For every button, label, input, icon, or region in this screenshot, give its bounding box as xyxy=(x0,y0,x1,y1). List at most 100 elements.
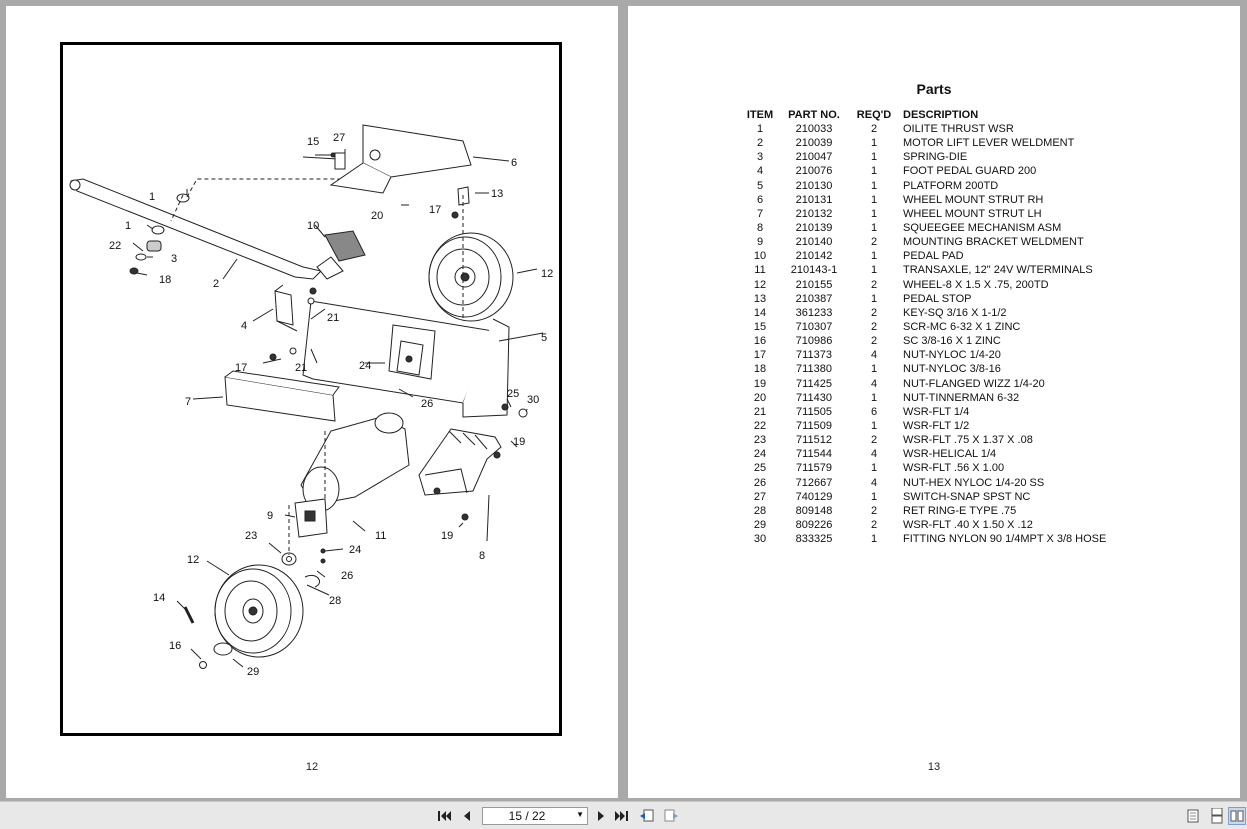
part-no-cell: 210130 xyxy=(795,179,833,192)
item-cell: 10 xyxy=(753,250,767,263)
qty-cell: 1 xyxy=(870,222,878,235)
description-cell: TRANSAXLE, 12" 24V W/TERMINALS xyxy=(903,264,1093,277)
callout-label: 2 xyxy=(213,278,219,290)
callout-labels: 15 27 6 1 13 20 17 1 10 22 3 18 2 12 4 2… xyxy=(109,132,553,678)
callout-label: 24 xyxy=(349,544,361,556)
qty-cell: 1 xyxy=(870,420,878,433)
qty-cell: 1 xyxy=(870,179,878,192)
continuous-view-icon[interactable] xyxy=(1208,807,1226,825)
two-page-view-icon[interactable] xyxy=(1228,807,1246,825)
part-no-cell: 712667 xyxy=(795,476,833,489)
part-no-cell: 833325 xyxy=(795,533,833,546)
qty-cell: 1 xyxy=(870,292,878,305)
item-cell: 4 xyxy=(756,165,764,178)
qty-cell: 4 xyxy=(870,476,878,489)
go-back-icon[interactable] xyxy=(638,807,656,825)
item-cell: 16 xyxy=(753,335,767,348)
qty-cell: 1 xyxy=(870,165,878,178)
item-cell: 17 xyxy=(753,349,767,362)
qty-cell: 2 xyxy=(870,306,878,319)
item-cell: 20 xyxy=(753,391,767,404)
page-number: 13 xyxy=(927,761,941,773)
viewer-toolbar: 15 / 22 ▼ xyxy=(0,801,1247,829)
part-no-cell: 711505 xyxy=(796,405,832,418)
part-no-cell: 210132 xyxy=(795,207,833,220)
callout-label: 21 xyxy=(295,362,307,374)
page-number-value: 15 / 22 xyxy=(508,809,546,823)
description-cell: SPRING-DIE xyxy=(903,151,968,164)
item-cell: 15 xyxy=(753,321,767,334)
part-no-cell: 710986 xyxy=(795,335,833,348)
parts-title: Parts xyxy=(916,81,952,97)
part-no-cell: 210387 xyxy=(795,292,833,305)
description-cell: SCR-MC 6-32 X 1 ZINC xyxy=(903,321,1021,334)
description-cell: PEDAL PAD xyxy=(903,250,964,263)
callout-label: 16 xyxy=(169,640,181,652)
item-cell: 28 xyxy=(753,504,767,517)
item-cell: 12 xyxy=(753,278,767,291)
prev-page-icon[interactable] xyxy=(458,807,476,825)
qty-cell: 1 xyxy=(870,193,878,206)
item-cell: 13 xyxy=(753,292,767,305)
page-number: 12 xyxy=(305,761,319,773)
callout-label: 24 xyxy=(359,360,371,372)
description-cell: SWITCH-SNAP SPST NC xyxy=(903,490,1031,503)
callout-label: 15 xyxy=(307,136,319,148)
qty-cell: 1 xyxy=(870,137,878,150)
description-cell: WHEEL MOUNT STRUT LH xyxy=(903,207,1042,220)
parts-row: 13 210387 1 PEDAL STOP xyxy=(741,292,1110,306)
parts-table-header: ITEM PART NO. REQ'D DESCRIPTION xyxy=(741,107,1110,122)
item-cell: 9 xyxy=(756,236,764,249)
last-page-icon[interactable] xyxy=(612,807,630,825)
item-cell: 6 xyxy=(756,193,764,206)
part-no-cell: 210076 xyxy=(795,165,833,178)
callout-label: 20 xyxy=(371,210,383,222)
next-page-icon[interactable] xyxy=(592,807,610,825)
page-number-select[interactable]: 15 / 22 ▼ xyxy=(482,807,588,825)
callout-label: 5 xyxy=(541,332,547,344)
callout-label: 17 xyxy=(429,204,441,216)
part-no-cell: 210033 xyxy=(795,123,833,136)
item-cell: 30 xyxy=(753,533,767,546)
qty-cell: 2 xyxy=(870,434,878,447)
description-cell: MOUNTING BRACKET WELDMENT xyxy=(903,236,1084,249)
callout-label: 9 xyxy=(267,510,273,522)
single-page-view-icon[interactable] xyxy=(1184,807,1202,825)
callout-label: 13 xyxy=(491,188,503,200)
description-cell: KEY-SQ 3/16 X 1-1/2 xyxy=(903,306,1007,319)
item-cell: 19 xyxy=(753,377,767,390)
part-no-cell: 711380 xyxy=(796,363,832,376)
callout-label: 1 xyxy=(125,220,131,232)
item-cell: 7 xyxy=(756,207,764,220)
parts-row: 4 210076 1 FOOT PEDAL GUARD 200 xyxy=(741,164,1110,178)
part-no-cell: 210047 xyxy=(795,151,833,164)
description-cell: WSR-FLT 1/4 xyxy=(903,405,970,418)
item-cell: 21 xyxy=(753,405,767,418)
qty-cell: 6 xyxy=(870,405,878,418)
go-forward-icon[interactable] xyxy=(662,807,680,825)
header-item: ITEM xyxy=(746,108,774,121)
parts-row: 21 711505 6 WSR-FLT 1/4 xyxy=(741,405,1110,419)
description-cell: FOOT PEDAL GUARD 200 xyxy=(903,165,1037,178)
description-cell: NUT-TINNERMAN 6-32 xyxy=(903,391,1020,404)
first-page-icon[interactable] xyxy=(436,807,454,825)
part-no-cell: 210140 xyxy=(795,236,833,249)
description-cell: OILITE THRUST WSR xyxy=(903,123,1014,136)
qty-cell: 2 xyxy=(870,278,878,291)
callout-label: 28 xyxy=(329,595,341,607)
qty-cell: 2 xyxy=(870,236,878,249)
description-cell: NUT-FLANGED WIZZ 1/4-20 xyxy=(903,377,1045,390)
callout-label: 11 xyxy=(375,530,386,542)
description-cell: PEDAL STOP xyxy=(903,292,972,305)
part-no-cell: 361233 xyxy=(795,306,833,319)
part-no-cell: 711430 xyxy=(796,391,832,404)
